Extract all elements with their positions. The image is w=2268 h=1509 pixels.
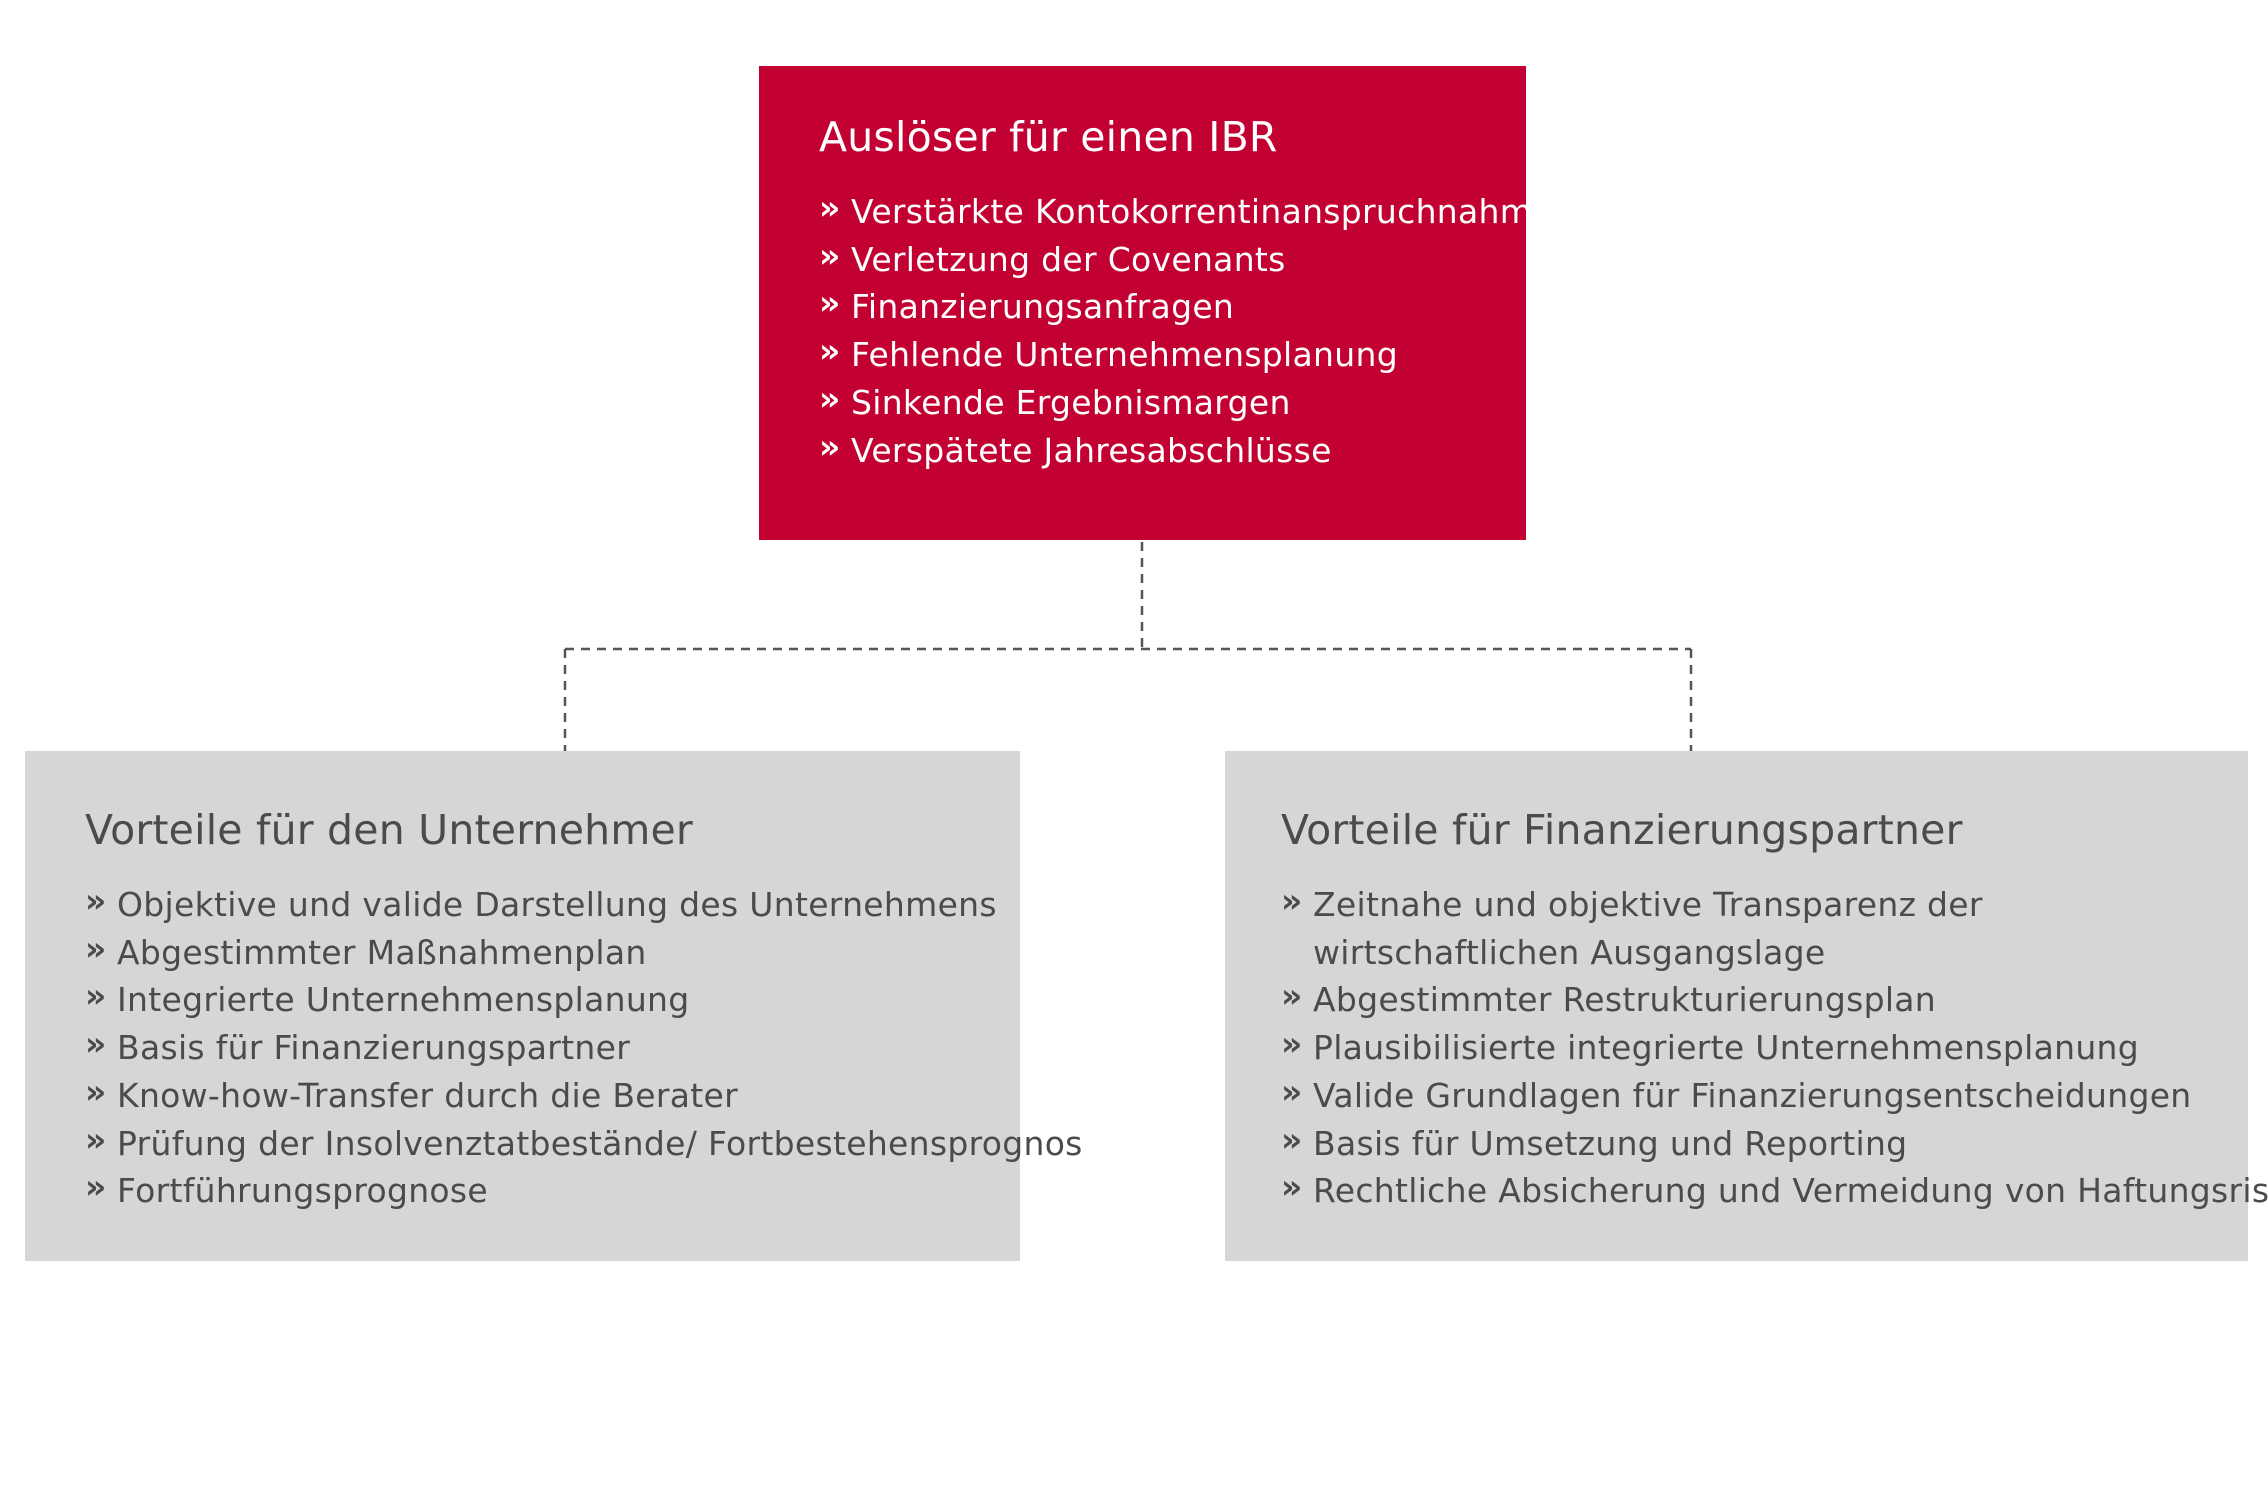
double-chevron-icon: » <box>85 881 106 920</box>
double-chevron-icon: » <box>819 426 840 466</box>
double-chevron-icon: » <box>1281 1119 1302 1159</box>
double-chevron-icon: » <box>1281 1024 1302 1064</box>
list-item: »Verstärkte Kontokorrentinanspruchnahme <box>819 188 1552 236</box>
list-item: »Verspätete Jahresabschlüsse <box>819 427 1526 475</box>
double-chevron-icon: » <box>1281 1071 1302 1111</box>
double-chevron-icon: » <box>1281 976 1302 1016</box>
financing-partner-benefits-box: Vorteile für Finanzierungspartner »Zeitn… <box>1225 751 2268 1261</box>
double-chevron-icon: » <box>1281 881 1302 920</box>
entrepreneur-benefits-title: Vorteile für den Unternehmer <box>85 806 693 854</box>
list-item: »Valide Grundlagen für Finanzierungsents… <box>1281 1072 2248 1120</box>
list-item: »Abgestimmter Restrukturierungsplan <box>1281 976 2248 1024</box>
trigger-box: Auslöser für einen IBR »Verstärkte Konto… <box>759 66 1552 540</box>
double-chevron-icon: » <box>819 283 840 323</box>
double-chevron-icon: » <box>1281 1167 1302 1207</box>
trigger-title: Auslöser für einen IBR <box>819 113 1278 161</box>
list-item: »Fehlende Unternehmensplanung <box>819 331 1526 379</box>
double-chevron-icon: » <box>85 1071 106 1111</box>
double-chevron-icon: » <box>85 976 106 1016</box>
double-chevron-icon: » <box>819 331 840 371</box>
list-item: »Basis für Finanzierungspartner <box>85 1024 1020 1072</box>
list-item: »Abgestimmter Maßnahmenplan <box>85 929 1020 977</box>
financing-partner-benefits-list: »Zeitnahe und objektive Transparenz der … <box>1281 881 2268 1215</box>
list-item: »Verletzung der Covenants <box>819 236 1526 284</box>
list-item: »Sinkende Ergebnismargen <box>819 379 1526 427</box>
entrepreneur-benefits-list: »Objektive und valide Darstellung des Un… <box>85 881 1082 1215</box>
list-item: »Rechtliche Absicherung und Vermeidung v… <box>1281 1167 2268 1215</box>
double-chevron-icon: » <box>85 1024 106 1064</box>
double-chevron-icon: » <box>85 928 106 968</box>
double-chevron-icon: » <box>819 378 840 418</box>
list-item: »Know-how-Transfer durch die Berater <box>85 1072 1020 1120</box>
double-chevron-icon: » <box>85 1119 106 1159</box>
entrepreneur-benefits-box: Vorteile für den Unternehmer »Objektive … <box>25 751 1082 1261</box>
list-item: »Plausibilisierte integrierte Unternehme… <box>1281 1024 2248 1072</box>
list-item: »Objektive und valide Darstellung des Un… <box>85 881 1020 929</box>
list-item: »Prüfung der Insolvenztatbestände/ Fortb… <box>85 1120 1082 1168</box>
list-item: »Fortführungsprognose <box>85 1167 1020 1215</box>
double-chevron-icon: » <box>819 235 840 275</box>
list-item: »Integrierte Unternehmensplanung <box>85 976 1020 1024</box>
list-item: »Basis für Umsetzung und Reporting <box>1281 1120 2248 1168</box>
double-chevron-icon: » <box>819 188 840 227</box>
double-chevron-icon: » <box>85 1167 106 1207</box>
list-item: »Zeitnahe und objektive Transparenz der … <box>1281 881 2193 976</box>
list-item: »Finanzierungsanfragen <box>819 283 1526 331</box>
financing-partner-benefits-title: Vorteile für Finanzierungspartner <box>1281 806 1963 854</box>
trigger-list: »Verstärkte Kontokorrentinanspruchnahme … <box>819 188 1552 475</box>
